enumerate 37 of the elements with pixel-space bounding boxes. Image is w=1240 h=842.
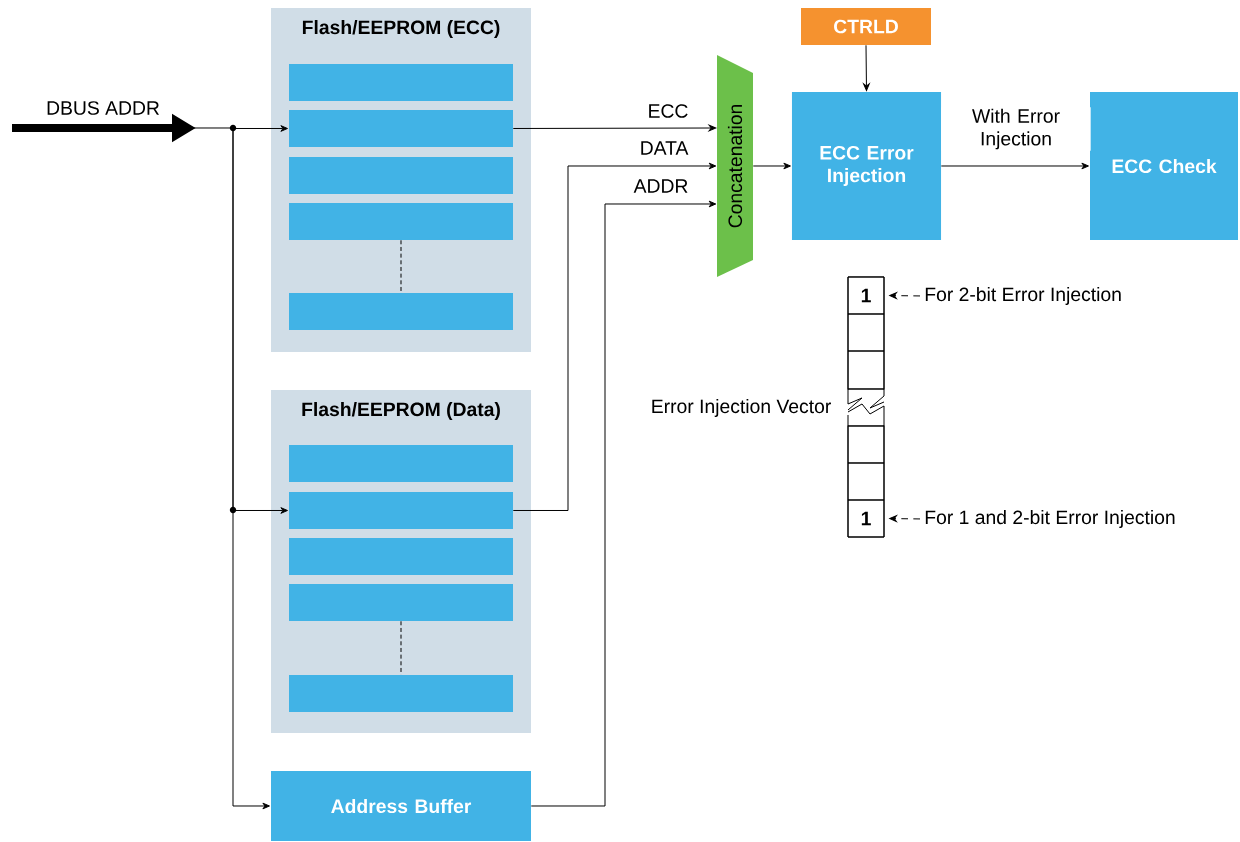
bit-cell — [847, 462, 885, 501]
edge-label: DBUS ADDR — [47, 101, 159, 115]
vector-label: Error Injection Vector — [652, 399, 831, 417]
note-text: For 1 and 2-bit Error Injection — [925, 510, 1175, 528]
arrow — [889, 292, 921, 299]
arrow — [863, 44, 870, 91]
arrow — [512, 162, 717, 511]
note-text: For 2-bit Error Injection — [925, 287, 1121, 305]
memory-row — [289, 156, 513, 195]
process-box: ECC Check — [1090, 92, 1238, 240]
memory-row — [289, 292, 513, 331]
edge-label: With Error Injection — [972, 108, 1060, 150]
bit-cell: 1 — [847, 276, 885, 315]
arrow — [940, 162, 1089, 170]
arrow — [232, 125, 288, 132]
edge-label: DATA — [641, 141, 689, 155]
signal-box: CTRLD — [801, 7, 931, 46]
memory-row — [289, 444, 513, 483]
edge-label: ECC — [649, 104, 688, 118]
memory-row — [289, 202, 513, 241]
memory-row — [289, 674, 513, 713]
memory-row — [289, 491, 513, 530]
memory-row — [289, 109, 513, 148]
process-box: ECC Error Injection — [791, 92, 942, 240]
arrow — [530, 200, 717, 807]
memory-row — [289, 537, 513, 576]
memory-row — [289, 63, 513, 102]
bit-cell — [847, 313, 885, 352]
arrow — [889, 515, 921, 522]
arrow — [752, 162, 791, 170]
bit-cell — [847, 425, 885, 464]
edge-label: ADDR — [633, 179, 688, 193]
process-box: Address Buffer — [271, 771, 531, 841]
memory-row — [289, 583, 513, 622]
arrow — [512, 124, 717, 132]
bit-cell: 1 — [847, 499, 885, 538]
bit-cell — [847, 350, 885, 390]
